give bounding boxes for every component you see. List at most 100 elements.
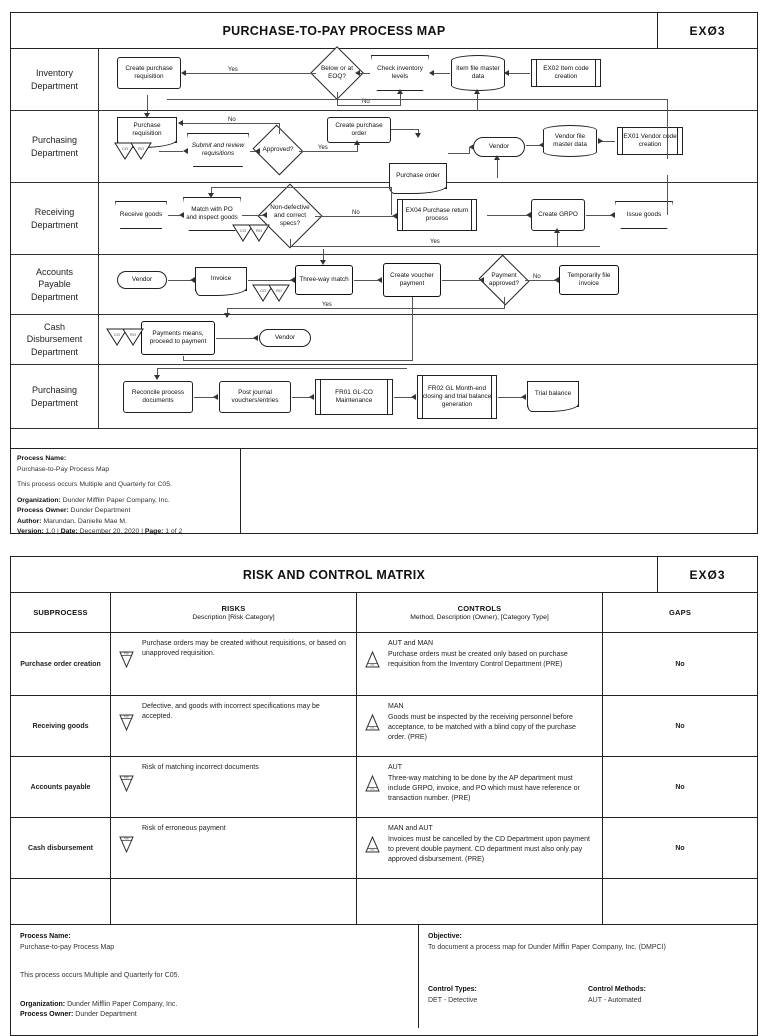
node-ex01-vendor-code-creation[interactable]: EX01 Vendor code creation	[617, 127, 683, 155]
risk-control-matrix-page: RISK AND CONTROL MATRIX EXØ3 SUBPROCESS …	[10, 556, 758, 1036]
risk-control-marker-requisition: CO RO	[114, 142, 152, 160]
cell-control: CTL AUT Three-way matching to be done by…	[357, 757, 603, 817]
node-reconcile-process-documents[interactable]: Reconcile process documents	[123, 381, 193, 413]
page-title: PURCHASE-TO-PAY PROCESS MAP	[222, 23, 446, 38]
metadata-left-block: Process Name: Purchase-to-Pay Process Ma…	[11, 449, 241, 536]
node-post-journal-vouchers-entries[interactable]: Post journal vouchers/entries	[219, 381, 291, 413]
cell-control-method: MAN and AUT	[388, 825, 433, 832]
column-header-risks-title: RISKS	[221, 604, 246, 613]
column-header-controls: CONTROLS Method, Description (Owner), [C…	[357, 593, 603, 632]
node-purchase-requisition[interactable]: Purchase requisition	[117, 117, 177, 148]
column-header-risks-sub: Description [Risk Category]	[192, 614, 275, 621]
cell-risk: RSK Defective, and goods with incorrect …	[111, 696, 357, 756]
cell-subprocess: Accounts payable	[11, 757, 111, 817]
cell-control-description: Three-way matching to be done by the AP …	[388, 775, 580, 803]
node-issue-goods[interactable]: Issue goods	[615, 201, 673, 229]
column-header-subprocess-title: SUBPROCESS	[33, 608, 88, 617]
lane-label-cash-disbursement: Cash Disbursement Department	[11, 315, 99, 364]
cell-control-text: AUT and MAN Purchase orders must be crea…	[388, 639, 595, 670]
rcm-organization-label: Organization:	[20, 1000, 66, 1008]
column-header-risks: RISKS Description [Risk Category]	[111, 593, 357, 632]
svg-text:RO: RO	[130, 332, 136, 337]
node-create-voucher-payment[interactable]: Create voucher payment	[383, 263, 441, 297]
node-trial-balance[interactable]: Trial balance	[527, 381, 579, 412]
svg-text:CTL: CTL	[370, 848, 375, 852]
lane-body-accounts-payable: Vendor Invoice Three-way match Create vo…	[99, 249, 757, 318]
rcm-control-types-value: DET - Detective	[428, 996, 478, 1004]
svg-text:RO: RO	[276, 288, 282, 293]
cell-risk: RSK Purchase orders may be created witho…	[111, 633, 357, 695]
column-header-controls-title: CONTROLS	[457, 604, 502, 613]
rcm-control-types-label: Control Types:	[428, 986, 477, 993]
node-purchase-requisition-label: Purchase requisition	[132, 122, 162, 137]
node-three-way-match[interactable]: Three-way match	[295, 265, 353, 295]
node-fr02-gl-month-end[interactable]: FR02 GL Month-end closing and trial bala…	[417, 375, 497, 419]
node-ex04-purchase-return-process[interactable]: EX04 Purchase return process	[397, 199, 477, 231]
meta-page-label: Page:	[144, 528, 164, 536]
lane-label-purchasing-gl: Purchasing Department	[11, 365, 99, 428]
control-triangle-icon: CTL	[365, 650, 380, 668]
metadata-right-block	[241, 449, 757, 533]
rcm-control-methods-block: Control Methods: AUT - Automated	[588, 985, 748, 1006]
cell-control-text: MAN and AUT Invoices must be cancelled b…	[388, 824, 595, 866]
rcm-control-methods-value: AUT - Automated	[588, 996, 642, 1004]
lane-body-receiving: Receive goods Match with PO and inspect …	[99, 175, 757, 254]
cell-empty-subprocess	[11, 879, 111, 924]
svg-text:RO: RO	[256, 228, 262, 233]
risk-triangle-icon: RSK	[119, 651, 134, 669]
column-header-controls-sub: Method, Description (Owner), [Category T…	[410, 614, 549, 621]
node-create-purchase-order[interactable]: Create purchase order	[327, 117, 391, 143]
column-header-subprocess: SUBPROCESS	[11, 593, 111, 632]
lane-body-cash-disbursement: Payments means, proceed to payment Vendo…	[99, 307, 757, 364]
risk-triangle-icon: RSK	[119, 714, 134, 732]
node-vendor-ap[interactable]: Vendor	[117, 271, 167, 289]
rcm-control-types-block: Control Types: DET - Detective	[428, 985, 588, 1006]
node-submit-and-review-requisitions[interactable]: Submit and review requisitions	[187, 133, 249, 167]
edge-label-yes-defective: Yes	[429, 239, 441, 245]
node-invoice-label: Invoice	[210, 275, 232, 282]
edge-label-yes-eoq: Yes	[227, 67, 239, 73]
node-invoice[interactable]: Invoice	[195, 267, 247, 296]
control-triangle-icon: CTL	[365, 774, 380, 792]
rcm-control-methods-label: Control Methods:	[588, 986, 646, 993]
node-temporarily-file-invoice[interactable]: Temporarily file invoice	[559, 265, 619, 295]
cell-risk-text: Purchase orders may be created without r…	[142, 640, 346, 658]
table-row: Accounts payable RSK Risk of matching in…	[11, 757, 757, 818]
cell-control-method: AUT and MAN	[388, 640, 433, 647]
meta-date-value: December 20, 2020	[79, 528, 140, 536]
risk-control-marker-ap: CO RO	[252, 284, 290, 302]
node-payments-means-proceed-to-payment[interactable]: Payments means, proceed to payment	[141, 321, 215, 355]
swimlane-receiving: Receiving Department Receive goods Match…	[11, 175, 757, 255]
node-create-purchase-requisition[interactable]: Create purchase requisition	[117, 57, 181, 89]
exhibit-code: EXØ3	[657, 13, 757, 48]
node-fr01-gl-co-maintenance[interactable]: FR01 GL-CO Maintenance	[315, 379, 393, 415]
svg-text:CO: CO	[122, 146, 128, 151]
node-check-inventory-levels[interactable]: Check inventory levels	[371, 55, 429, 91]
table-row: Purchase order creation RSK Purchase ord…	[11, 633, 757, 696]
node-vendor-file-master-data[interactable]: Vendor file master data	[543, 125, 597, 157]
cell-risk: RSK Risk of erroneous payment	[111, 818, 357, 878]
node-vendor-cd[interactable]: Vendor	[259, 329, 311, 347]
node-item-file-master-data[interactable]: Item file master data	[451, 55, 505, 91]
node-approved[interactable]: Approved?	[252, 124, 304, 176]
node-ex02-item-code-creation[interactable]: EX02 Item code creation	[531, 59, 601, 87]
rcm-metadata-left: Process Name: Purchase-to-pay Process Ma…	[11, 925, 419, 1028]
table-row: Receiving goods RSK Defective, and goods…	[11, 696, 757, 757]
cell-control: CTL MAN and AUT Invoices must be cancell…	[357, 818, 603, 878]
svg-text:RSK: RSK	[124, 837, 130, 841]
node-purchase-order[interactable]: Purchase order	[389, 163, 447, 194]
node-create-grpo[interactable]: Create GRPO	[531, 199, 585, 231]
node-receive-goods[interactable]: Receive goods	[115, 201, 167, 229]
rcm-objective-value: To document a process map for Dunder Mif…	[428, 943, 666, 951]
cell-risk-text: Risk of erroneous payment	[142, 825, 226, 832]
cell-gap: No	[675, 844, 685, 852]
cell-gap: No	[675, 722, 685, 730]
meta-sep-2: |	[139, 528, 145, 536]
lane-label-receiving: Receiving Department	[11, 183, 99, 254]
rcm-process-name-value: Purchase-to-pay Process Map	[20, 943, 115, 951]
swimlane-purchasing-gl: Purchasing Department Reconcile process …	[11, 365, 757, 429]
rcm-frequency: This process occurs Multiple and Quarter…	[20, 972, 180, 979]
process-map-page: PURCHASE-TO-PAY PROCESS MAP EXØ3 Invento…	[10, 12, 758, 536]
svg-text:RO: RO	[138, 146, 144, 151]
node-vendor-top[interactable]: Vendor	[473, 137, 525, 157]
